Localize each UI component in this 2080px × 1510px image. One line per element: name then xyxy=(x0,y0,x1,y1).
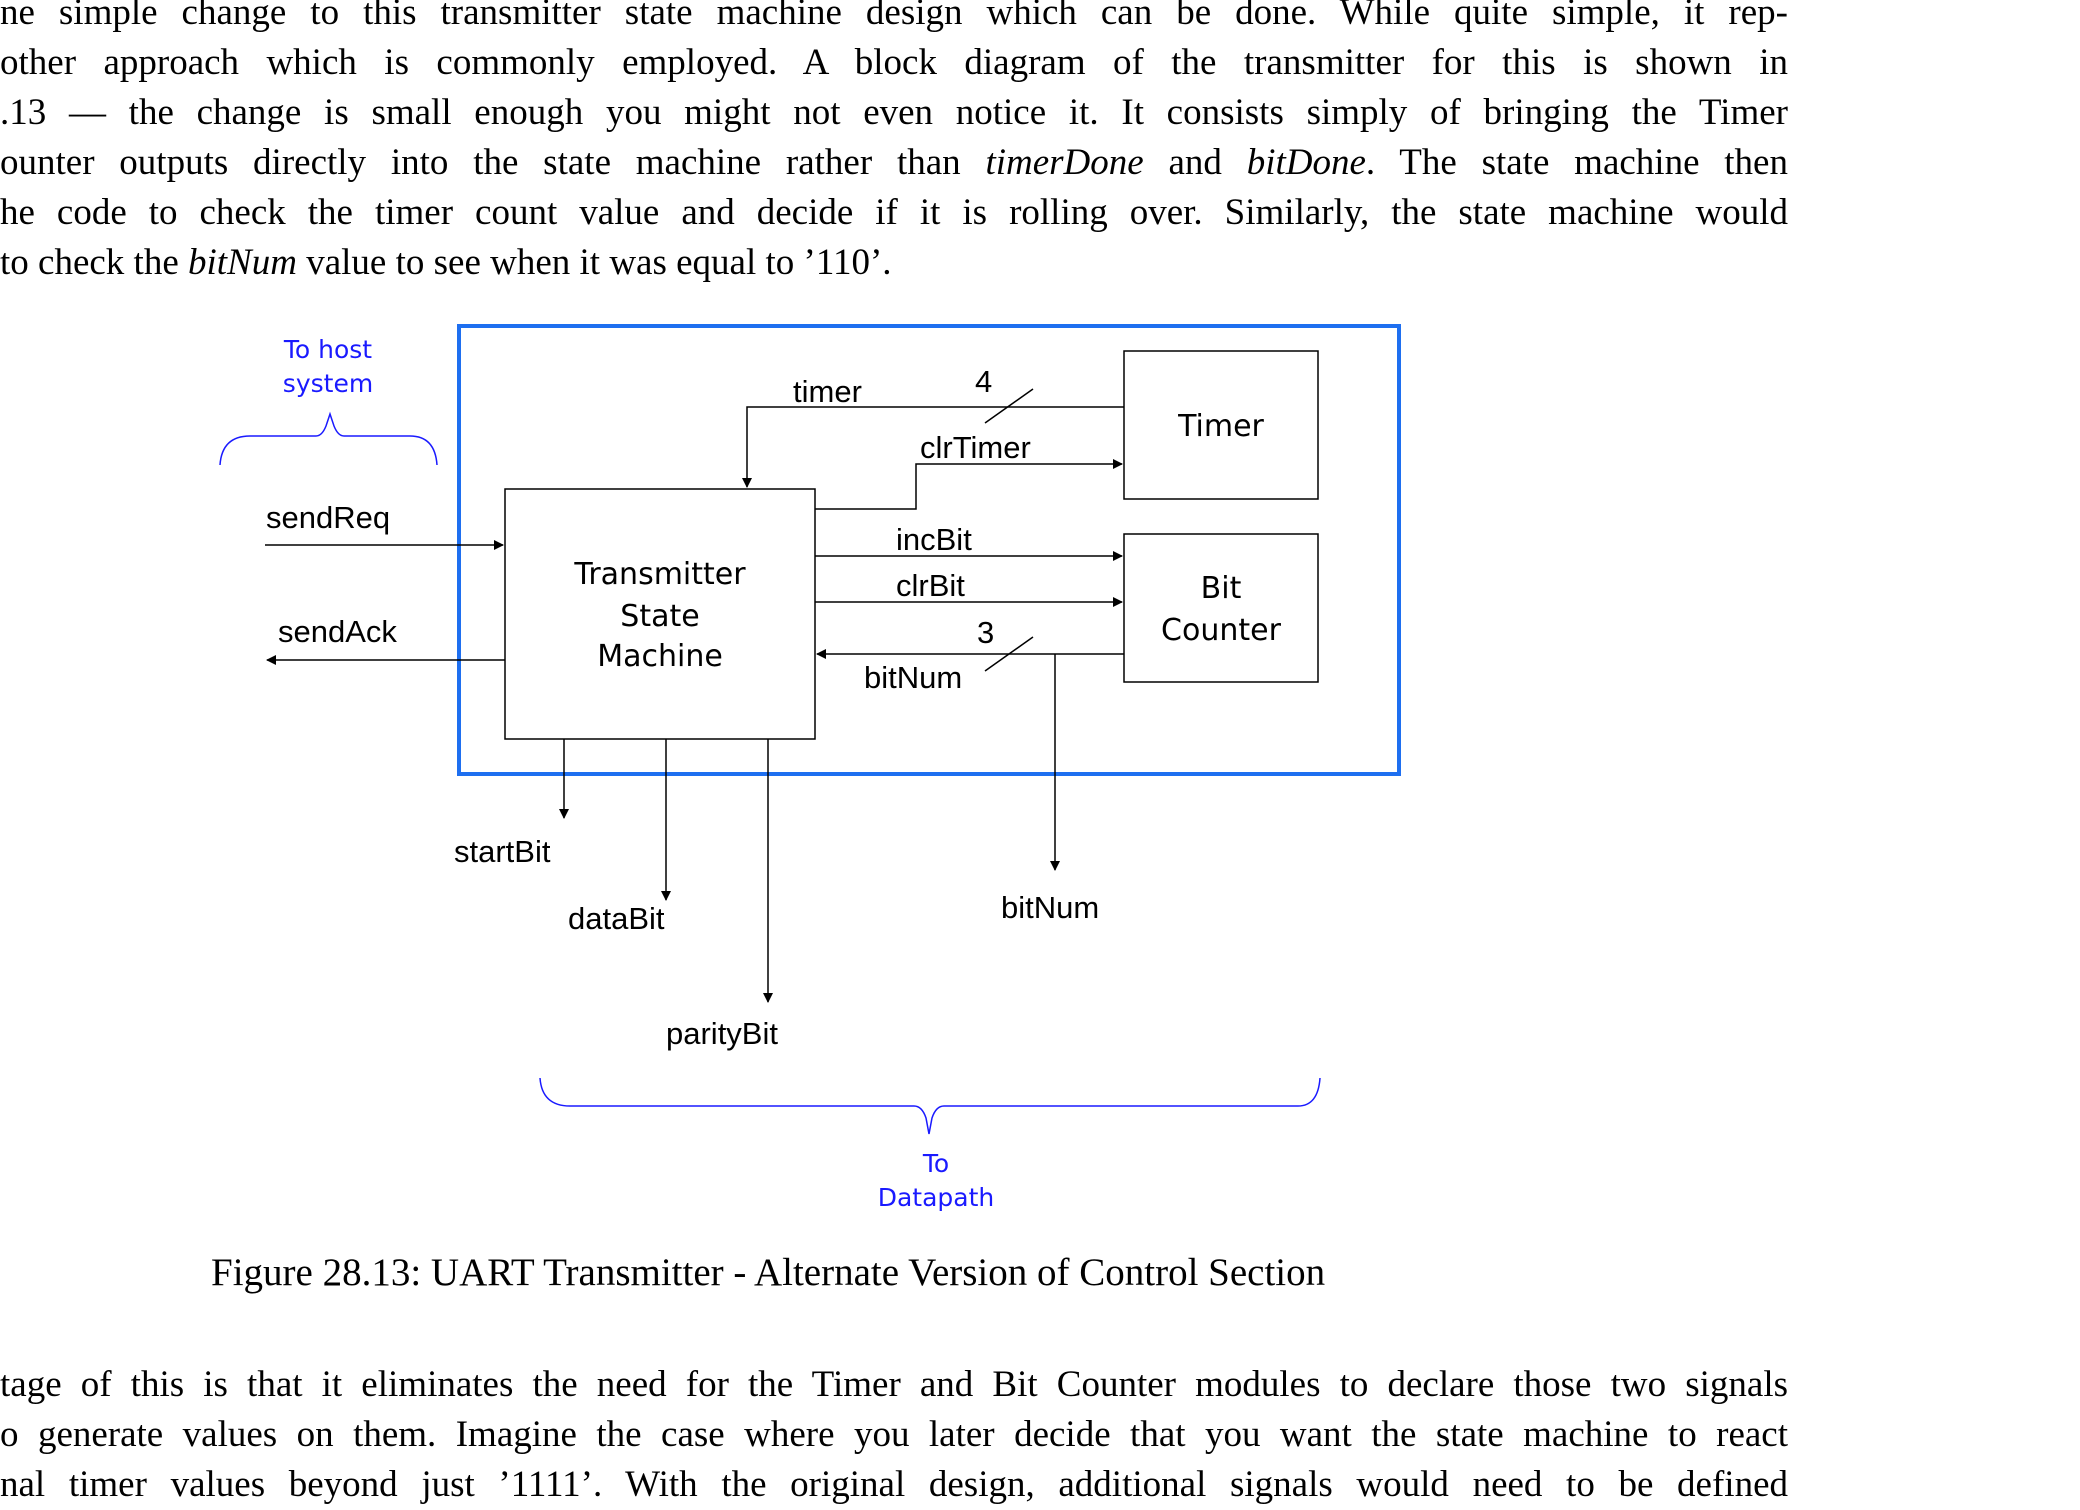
text-line: ne simple change to this transmitter sta… xyxy=(0,0,1788,33)
text-line: he code to check the timer count value a… xyxy=(0,192,1788,233)
timer-bus-slash xyxy=(984,388,1034,424)
text-line: ounter outputs directly into the state m… xyxy=(0,138,1788,188)
signal-label-clrbit: clrBit xyxy=(896,568,965,603)
signal-label-sendreq: sendReq xyxy=(266,500,390,535)
signal-name-bitnum: bitNum xyxy=(188,242,297,283)
state-machine-block xyxy=(504,488,816,740)
text-line: other approach which is commonly employe… xyxy=(0,42,1788,83)
datapath-brace xyxy=(539,1077,1321,1135)
signal-label-sendack: sendAck xyxy=(278,614,397,649)
clrtimer-wire xyxy=(815,459,1123,510)
signal-label-bitnum-out: bitNum xyxy=(1001,890,1099,925)
signal-label-bitnum-in: bitNum xyxy=(864,660,962,695)
text-line: to check the bitNum value to see when it… xyxy=(0,238,1788,288)
fsm-label-2: State xyxy=(620,599,699,634)
control-section-border xyxy=(457,324,1401,776)
text-run: ounter outputs directly into the state m… xyxy=(0,142,986,183)
figure-caption: Figure 28.13: UART Transmitter - Alterna… xyxy=(211,1251,1326,1294)
timer-bus-wire xyxy=(742,406,1124,488)
body-paragraph-top: ne simple change to this transmitter sta… xyxy=(0,0,1788,288)
text-line: .13 — the change is small enough you mig… xyxy=(0,92,1788,133)
datapath-label-2: Datapath xyxy=(878,1183,995,1212)
fsm-label-3: Machine xyxy=(597,639,723,674)
signal-label-databit: dataBit xyxy=(568,901,665,936)
text-run: and xyxy=(1143,142,1247,183)
host-brace xyxy=(219,411,438,466)
bit-counter-label-2: Counter xyxy=(1161,613,1282,648)
bit-counter-label-1: Bit xyxy=(1201,571,1242,606)
datapath-label-1: To xyxy=(922,1149,949,1178)
signal-name-timerdone: timerDone xyxy=(985,142,1144,183)
host-label-1: To host xyxy=(283,335,372,364)
bitnum-bus-width: 3 xyxy=(977,615,994,650)
signal-label-timer: timer xyxy=(793,374,862,409)
signal-label-incbit: incBit xyxy=(896,522,972,557)
timer-block-label: Timer xyxy=(1177,409,1264,444)
signal-label-clrtimer: clrTimer xyxy=(920,430,1031,465)
timer-bus-width: 4 xyxy=(975,364,992,399)
signal-name-bitdone: bitDone xyxy=(1246,142,1366,183)
signal-label-paritybit: parityBit xyxy=(666,1016,778,1051)
bitnum-bus-slash xyxy=(984,636,1034,672)
text-line: o generate values on them. Imagine the c… xyxy=(0,1414,1788,1455)
bit-counter-block xyxy=(1123,533,1319,683)
text-run: to check the xyxy=(0,242,188,283)
fsm-label-1: Transmitter xyxy=(573,557,746,592)
text-run: value to see when it was equal to ’110’. xyxy=(296,242,892,283)
text-line: nal timer values beyond just ’1111’. Wit… xyxy=(0,1464,1788,1505)
signal-label-startbit: startBit xyxy=(454,834,551,869)
body-paragraph-bottom: tage of this is that it eliminates the n… xyxy=(0,1360,1788,1510)
host-label-2: system xyxy=(283,369,373,398)
timer-block xyxy=(1123,350,1319,500)
text-run: . The state machine then xyxy=(1365,142,1788,183)
text-line: tage of this is that it eliminates the n… xyxy=(0,1364,1788,1405)
